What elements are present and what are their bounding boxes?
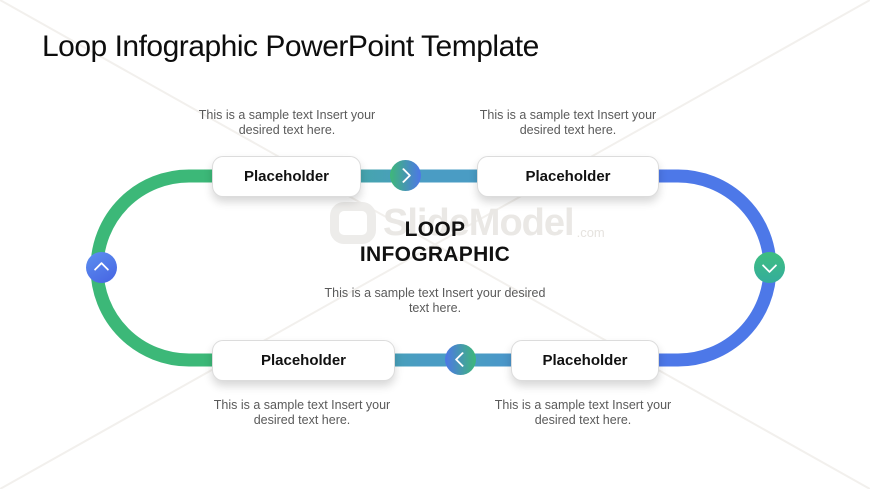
chevron-up-icon bbox=[93, 261, 110, 278]
caption-top-right: This is a sample text Insert your desire… bbox=[479, 108, 657, 138]
caption-bottom-left: This is a sample text Insert your desire… bbox=[213, 398, 391, 428]
page-title: Loop Infographic PowerPoint Template bbox=[42, 30, 539, 63]
placeholder-box-top-right[interactable]: Placeholder bbox=[477, 156, 659, 197]
arrow-button-right[interactable] bbox=[754, 252, 785, 283]
center-heading-line1: LOOP bbox=[404, 218, 466, 241]
placeholder-label: Placeholder bbox=[542, 352, 628, 369]
arrow-button-bottom[interactable] bbox=[445, 344, 476, 375]
placeholder-label: Placeholder bbox=[525, 168, 611, 185]
chevron-right-icon bbox=[395, 167, 412, 184]
caption-bottom-right: This is a sample text Insert your desire… bbox=[494, 398, 672, 428]
caption-center: This is a sample text Insert your desire… bbox=[324, 286, 546, 316]
arrow-button-top[interactable] bbox=[390, 160, 421, 191]
chevron-left-icon bbox=[454, 351, 471, 368]
placeholder-box-top-left[interactable]: Placeholder bbox=[212, 156, 361, 197]
center-heading: LOOP INFOGRAPHIC bbox=[320, 217, 550, 267]
placeholder-box-bottom-left[interactable]: Placeholder bbox=[212, 340, 395, 381]
caption-top-left: This is a sample text Insert your desire… bbox=[198, 108, 376, 138]
arrow-button-left[interactable] bbox=[86, 252, 117, 283]
center-heading-line2: INFOGRAPHIC bbox=[359, 243, 511, 266]
placeholder-box-bottom-right[interactable]: Placeholder bbox=[511, 340, 659, 381]
chevron-down-icon bbox=[761, 257, 778, 274]
placeholder-label: Placeholder bbox=[260, 352, 347, 369]
placeholder-label: Placeholder bbox=[243, 168, 330, 185]
